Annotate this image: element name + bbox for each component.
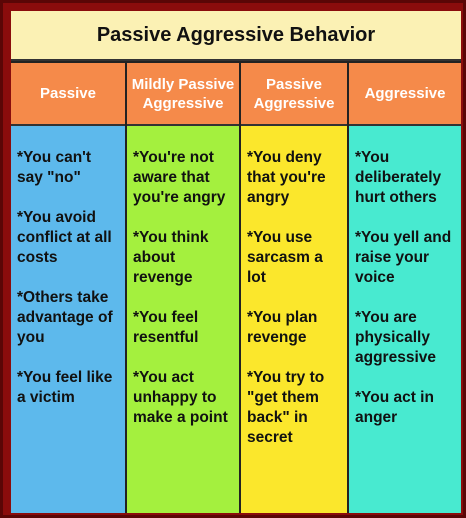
list-item: *You act in anger bbox=[355, 389, 434, 426]
column-header: Passive Aggressive bbox=[241, 63, 347, 126]
list-item: *You think about revenge bbox=[133, 229, 209, 286]
column-body: *You're not aware that you're angry *You… bbox=[127, 126, 239, 513]
column-header: Aggressive bbox=[349, 63, 461, 126]
list-item: *You are physically aggressive bbox=[355, 309, 436, 366]
list-item: *You plan revenge bbox=[247, 309, 318, 346]
column-mildly-passive-aggressive: Mildly Passive Aggressive *You're not aw… bbox=[127, 63, 239, 513]
chart-title: Passive Aggressive Behavior bbox=[11, 11, 461, 61]
list-item: *You feel like a victim bbox=[17, 369, 113, 406]
column-passive: Passive *You can't say "no" *You avoid c… bbox=[11, 63, 125, 513]
list-item: *You yell and raise your voice bbox=[355, 229, 452, 286]
list-item: *You're not aware that you're angry bbox=[133, 149, 226, 206]
list-item: *You deliberately hurt others bbox=[355, 149, 442, 206]
column-body: *You deliberately hurt others *You yell … bbox=[349, 126, 461, 513]
list-item: *You act unhappy to make a point bbox=[133, 369, 228, 426]
behavior-chart: Passive Aggressive Behavior Passive *You… bbox=[11, 11, 461, 513]
list-item: *You feel resentful bbox=[133, 309, 199, 346]
list-item: *Others take advantage of you bbox=[17, 289, 113, 346]
list-item: *You deny that you're angry bbox=[247, 149, 326, 206]
column-body: *You can't say "no" *You avoid conflict … bbox=[11, 126, 125, 513]
column-aggressive: Aggressive *You deliberately hurt others… bbox=[349, 63, 461, 513]
list-item: *You avoid conflict at all costs bbox=[17, 209, 112, 266]
column-header: Passive bbox=[11, 63, 125, 126]
list-item: *You use sarcasm a lot bbox=[247, 229, 323, 286]
list-item: *You can't say "no" bbox=[17, 149, 92, 186]
list-item: *You try to "get them back" in secret bbox=[247, 369, 325, 446]
column-header: Mildly Passive Aggressive bbox=[127, 63, 239, 126]
column-body: *You deny that you're angry *You use sar… bbox=[241, 126, 347, 513]
column-passive-aggressive: Passive Aggressive *You deny that you're… bbox=[241, 63, 347, 513]
